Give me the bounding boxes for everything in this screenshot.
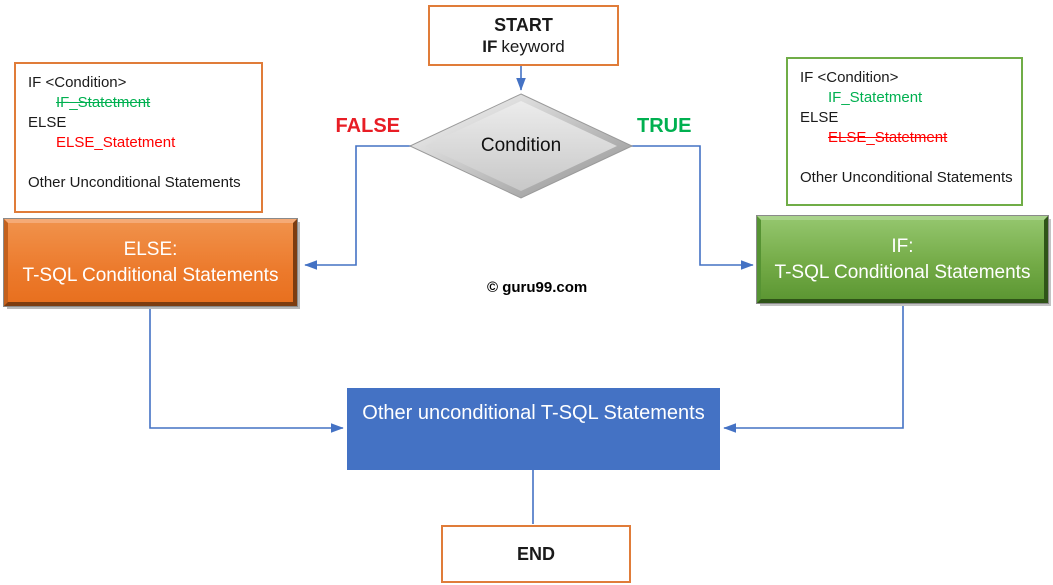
code-line-else-statement: ELSE_Statetment [828, 129, 948, 146]
true-branch-label: TRUE [637, 115, 692, 137]
code-line: ELSE [28, 114, 67, 131]
watermark-credit: © guru99.com [487, 279, 588, 296]
code-line-else-statement: ELSE_Statetment [56, 134, 176, 151]
code-line-if-statement: IF_Statetment [56, 94, 151, 111]
other-statements-label: Other unconditional T-SQL Statements [362, 402, 705, 424]
connector-true-branch [629, 145, 754, 270]
if-box-line2: T-SQL Conditional Statements [774, 261, 1031, 283]
code-blank-line [800, 148, 1009, 168]
code-line: ELSE [800, 109, 839, 126]
start-title: START [494, 14, 553, 35]
if-code-sample-box: IF <Condition> IF_Statetment ELSE ELSE_S… [786, 57, 1023, 206]
code-line: Other Unconditional Statements [800, 169, 1013, 186]
if-box-line1: IF: [891, 235, 914, 257]
else-action-box: ELSE: T-SQL Conditional Statements [4, 219, 297, 306]
else-box-line2: T-SQL Conditional Statements [22, 264, 279, 286]
end-node: END [441, 525, 631, 583]
code-line-if-statement: IF_Statetment [828, 89, 923, 106]
else-box-line1: ELSE: [123, 238, 178, 260]
connector-false-branch [304, 145, 413, 270]
code-line: IF <Condition> [28, 74, 127, 91]
condition-diamond [408, 93, 634, 199]
code-blank-line [28, 153, 249, 173]
end-title: END [516, 544, 555, 564]
else-code-sample-box: IF <Condition> IF_Statetment ELSE ELSE_S… [14, 62, 263, 213]
other-statements-box: Other unconditional T-SQL Statements [347, 388, 720, 470]
condition-label: Condition [480, 135, 562, 156]
connector-if-to-other [723, 306, 904, 433]
connector-else-to-other [149, 309, 344, 433]
if-action-box: IF: T-SQL Conditional Statements [757, 216, 1048, 303]
start-keyword-rest: keyword [501, 36, 565, 56]
code-line: Other Unconditional Statements [28, 174, 241, 191]
start-keyword-bold: IF [482, 36, 498, 56]
false-branch-label: FALSE [335, 115, 400, 137]
code-line: IF <Condition> [800, 69, 899, 86]
